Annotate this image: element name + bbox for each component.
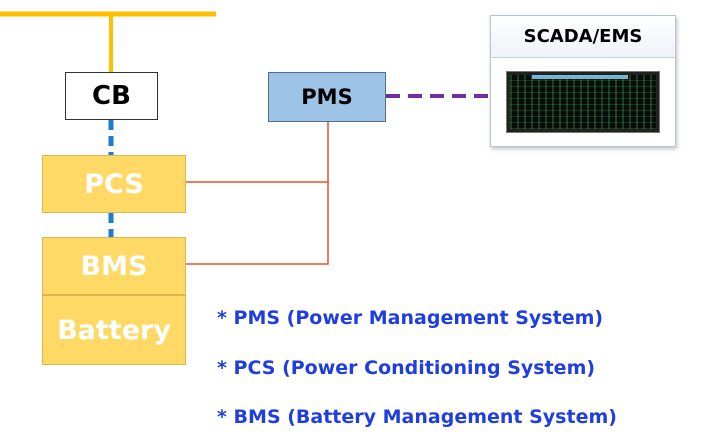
pms-bms-control-link	[186, 182, 329, 265]
bms-block: BMS	[42, 237, 186, 295]
scada-ems-panel: SCADA/EMS	[490, 15, 676, 147]
monitor-screen-icon	[506, 71, 660, 133]
scada-ems-title: SCADA/EMS	[491, 16, 675, 58]
screen-header-bar	[532, 75, 628, 79]
pms-block: PMS	[268, 72, 386, 122]
pcs-block: PCS	[42, 155, 186, 213]
battery-block: Battery	[42, 295, 186, 365]
legend-pms: * PMS (Power Management System)	[217, 307, 604, 329]
pms-pcs-control-link	[186, 122, 329, 183]
cb-block: CB	[65, 72, 158, 120]
legend-pcs: * PCS (Power Conditioning System)	[217, 357, 596, 379]
legend-bms: * BMS (Battery Management System)	[217, 406, 617, 428]
